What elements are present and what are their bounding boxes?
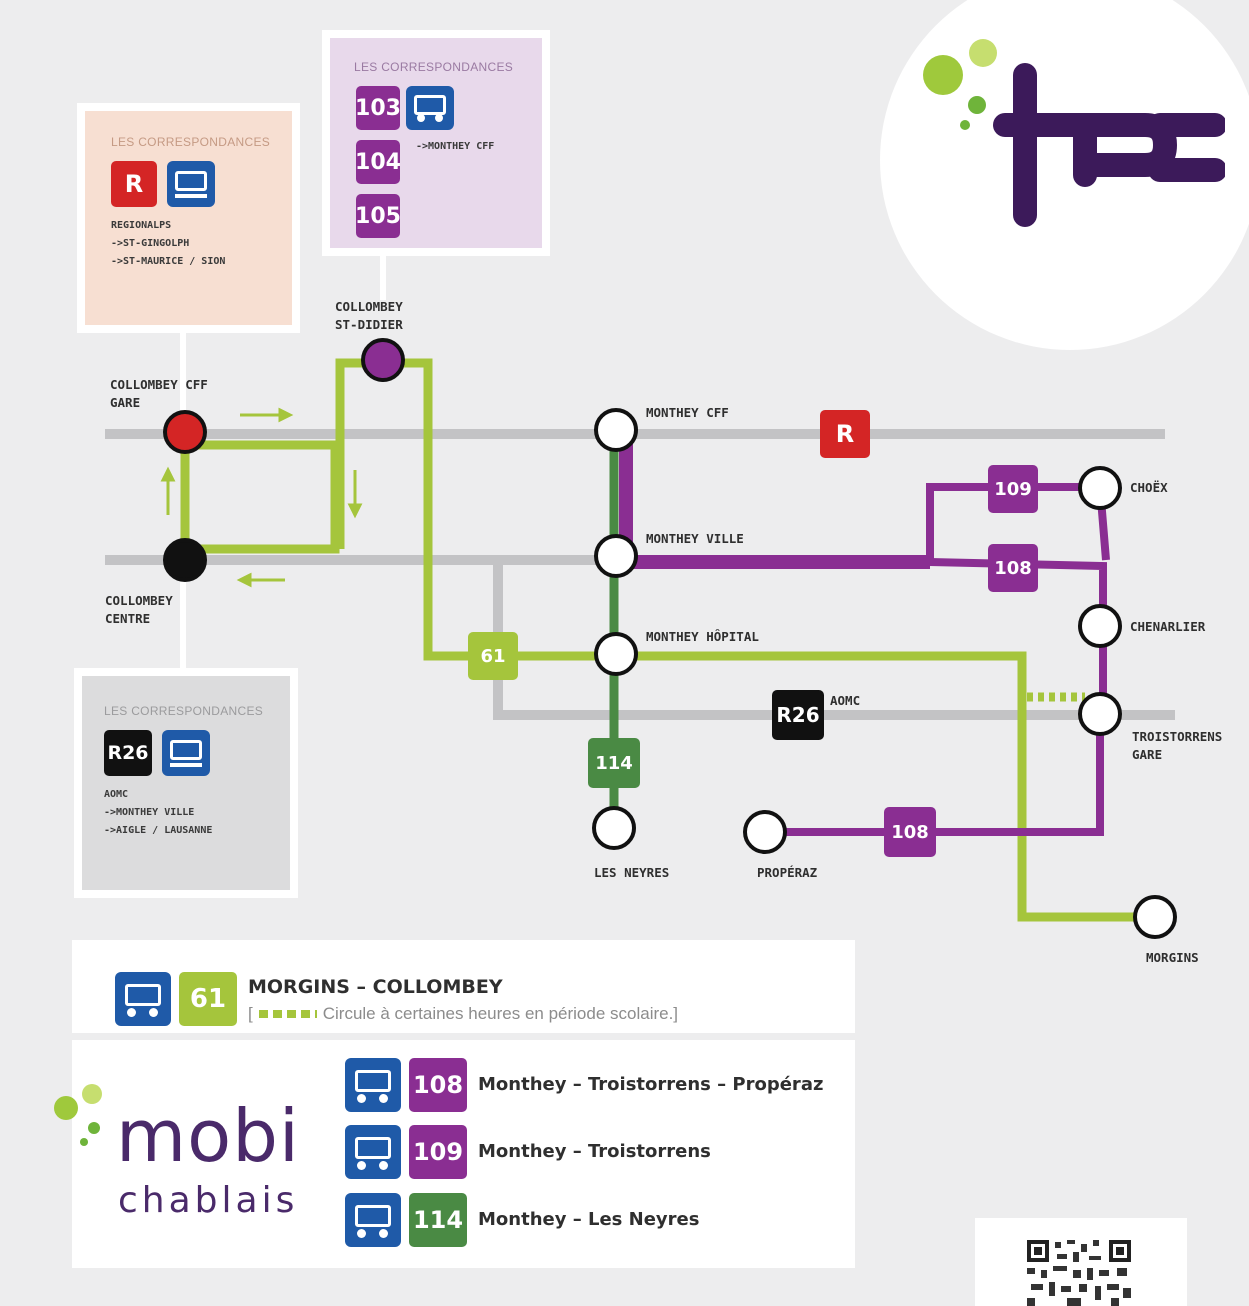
connections-box-centre: LES CORRESPONDANCES R26 AOMC ->MONTHEY V… (74, 668, 298, 898)
legend-bus-lines: mobi chablais 108 Monthey – Troistorrens… (54, 1040, 855, 1268)
map-badge-108-properaz[interactable]: 108 (884, 807, 936, 857)
regionalps-badge[interactable]: R (111, 161, 157, 207)
regionalps-line-1: REGIONALPS (111, 220, 172, 231)
station-collombey-st-didier[interactable] (361, 338, 405, 382)
station-troistorrens-gare[interactable] (1078, 692, 1122, 736)
mobi-logo-text: mobi (116, 1094, 300, 1178)
line-61-path (180, 358, 1155, 922)
r26-badge[interactable]: R26 (104, 730, 152, 776)
label-monthey-ville: MONTHEY VILLE (646, 531, 744, 546)
label-aomc: AOMC (830, 693, 861, 708)
connections-box-cff-gare: LES CORRESPONDANCES R REGIONALPS ->ST-GI… (77, 103, 300, 333)
tpc-logo-dots (923, 39, 997, 130)
label-monthey-hopital: MONTHEY HÔPITAL (646, 629, 759, 644)
label-chenarlier: CHENARLIER (1130, 619, 1206, 634)
dashed-line-sample (258, 1010, 317, 1018)
station-chenarlier[interactable] (1078, 604, 1122, 648)
station-collombey-centre[interactable] (163, 538, 207, 582)
label-collombey-centre: COLLOMBEY CENTRE (105, 593, 173, 626)
logo-backdrop (880, 0, 1249, 350)
label-les-neyres: LES NEYRES (594, 865, 670, 880)
station-les-neyres[interactable] (592, 806, 636, 850)
line-61-main (335, 358, 1155, 922)
tpc-logo-letters (993, 63, 1225, 227)
bus-icon (345, 1125, 401, 1179)
legend-61-title: MORGINS – COLLOMBEY (248, 976, 503, 998)
legend-61-note-bracket: [ (248, 1004, 253, 1023)
box-title: LES CORRESPONDANCES (111, 135, 271, 149)
stations (163, 338, 1177, 939)
map-badge-r[interactable]: R (820, 410, 870, 458)
qr-code-panel (975, 1218, 1187, 1306)
map-badge-r26[interactable]: R26 (772, 690, 824, 740)
line-badge-103[interactable]: 103 (355, 86, 401, 130)
aomc-line-3: ->AIGLE / LAUSANNE (104, 825, 213, 836)
tpc-logo: tpc (923, 39, 1225, 227)
mobi-logo-dots (54, 1084, 102, 1146)
map-badge-114[interactable]: 114 (588, 738, 640, 788)
line-108-properaz (765, 715, 1104, 836)
legend-badge-108[interactable]: 108 (409, 1058, 467, 1112)
label-collombey-st-didier: COLLOMBEY ST-DIDIER (335, 299, 403, 332)
line-61-loop (180, 440, 340, 560)
station-morgins[interactable] (1133, 895, 1177, 939)
connections-box-st-didier: LES CORRESPONDANCES 103 104 105 ->MONTHE… (322, 30, 550, 256)
bus-icon (345, 1193, 401, 1247)
box-title: LES CORRESPONDANCES (104, 704, 264, 718)
aomc-line-1: AOMC (104, 789, 129, 800)
line-108-east (929, 558, 1107, 715)
legend-61-note-text: Circule à certaines heures en période sc… (322, 1004, 679, 1023)
bus-icon (115, 972, 171, 1026)
legend-badge-61[interactable]: 61 (179, 972, 237, 1026)
qr-code[interactable] (1027, 1240, 1137, 1306)
label-collombey-cff-gare: COLLOMBEY CFF GARE (110, 377, 208, 410)
box-destination: ->MONTHEY CFF (416, 141, 495, 152)
train-icon (162, 730, 210, 776)
train-icon (167, 161, 215, 207)
label-properaz: PROPÉRAZ (757, 865, 818, 880)
legend-badge-109[interactable]: 109 (409, 1125, 467, 1179)
regionalps-line-2: ->ST-GINGOLPH (111, 238, 190, 249)
station-choex[interactable] (1078, 466, 1122, 510)
station-monthey-hopital[interactable] (594, 632, 638, 676)
rail-line-aomc-east (493, 560, 1175, 720)
bus-icon (406, 86, 454, 130)
aomc-line-2: ->MONTHEY VILLE (104, 807, 195, 818)
regionalps-line-3: ->ST-MAURICE / SION (111, 256, 226, 267)
station-properaz[interactable] (743, 810, 787, 854)
label-choex: CHOËX (1130, 480, 1168, 495)
legend-badge-114[interactable]: 114 (409, 1193, 467, 1247)
legend-line-61: 61 MORGINS – COLLOMBEY [ Circule à certa… (72, 940, 855, 1033)
line-badge-104[interactable]: 104 (355, 140, 401, 184)
chablais-logo-text: chablais (118, 1180, 299, 1221)
legend-114-text: Monthey – Les Neyres (478, 1209, 700, 1230)
bus-icon (345, 1058, 401, 1112)
direction-arrows (160, 407, 363, 588)
legend-109-text: Monthey – Troistorrens (478, 1141, 711, 1162)
station-monthey-cff[interactable] (594, 408, 638, 452)
map-badge-61[interactable]: 61 (468, 632, 518, 680)
map-badge-109[interactable]: 109 (988, 465, 1038, 513)
box-title: LES CORRESPONDANCES (354, 60, 514, 74)
line-badge-105[interactable]: 105 (355, 194, 401, 238)
label-troistorrens-gare: TROISTORRENS GARE (1132, 729, 1223, 762)
legend-61-note: [ Circule à certaines heures en période … (248, 1004, 678, 1024)
station-monthey-ville[interactable] (594, 534, 638, 578)
map-badge-108-east[interactable]: 108 (988, 544, 1038, 592)
legend-108-text: Monthey – Troistorrens – Propéraz (478, 1074, 824, 1095)
label-morgins: MORGINS (1146, 950, 1199, 965)
label-monthey-cff: MONTHEY CFF (646, 405, 729, 420)
station-collombey-cff-gare[interactable] (163, 410, 207, 454)
